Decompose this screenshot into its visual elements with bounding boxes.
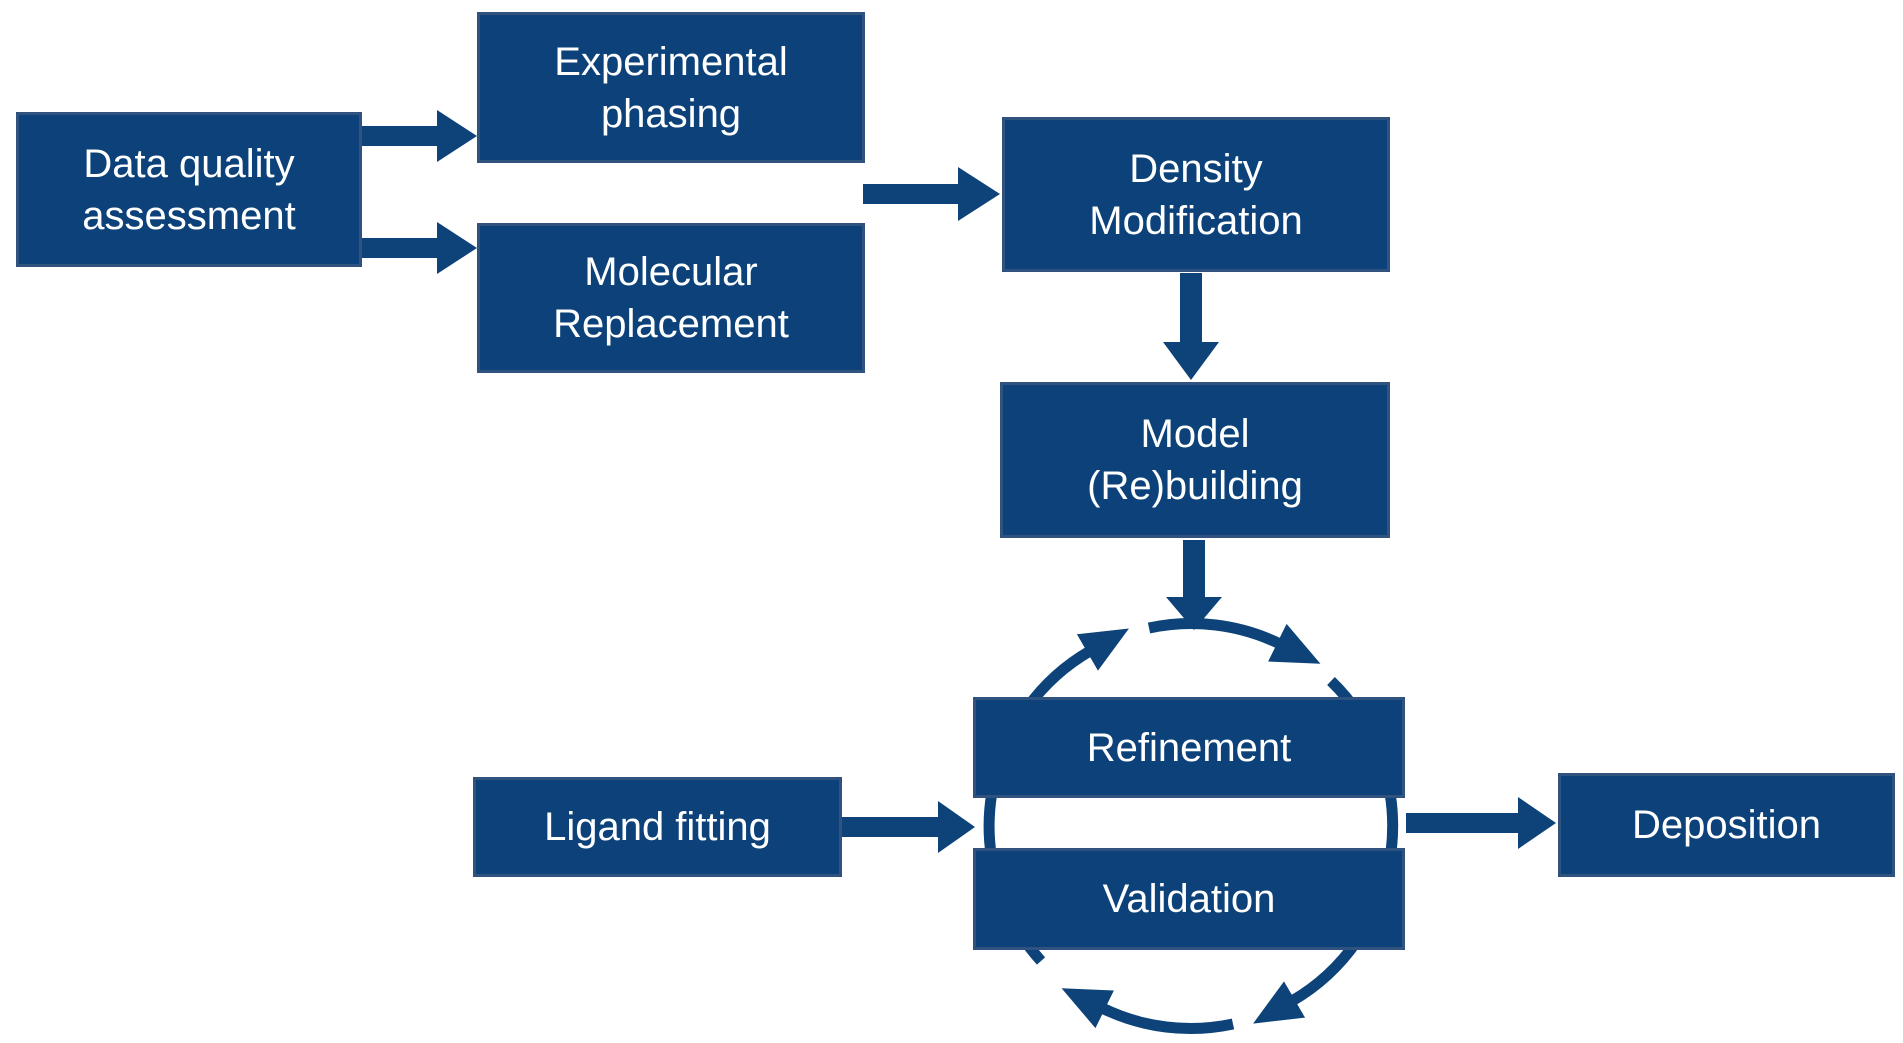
node-label: Model	[1140, 412, 1250, 456]
node-label: Modification	[1089, 198, 1303, 243]
arrow-model-to-cycle	[1166, 540, 1222, 630]
node-label: Deposition	[1631, 803, 1821, 847]
node-label: Refinement	[1086, 725, 1292, 770]
cycle-arrow-bottom	[1061, 988, 1235, 1034]
node-label: Density	[1129, 146, 1263, 191]
node-validation: Validation	[973, 848, 1405, 950]
arrow-dq-to-molecular-replacement	[362, 222, 477, 274]
arrow-phasing-to-density-modification	[863, 167, 1000, 221]
node-label: Data quality	[83, 141, 295, 186]
arrow-cycle-to-deposition	[1406, 797, 1556, 849]
node-experimental-phasing: Experimental phasing	[477, 12, 865, 163]
node-model-rebuilding: Model (Re)building	[1000, 382, 1390, 538]
node-label: Ligand fitting	[544, 805, 771, 849]
node-ligand-fitting: Ligand fitting	[473, 777, 842, 877]
arrow-ligand-to-cycle	[842, 801, 975, 853]
node-label: Experimental	[554, 39, 788, 84]
node-label: phasing	[600, 91, 742, 136]
node-label: Validation	[1102, 877, 1276, 921]
cycle-arrow-top	[1147, 618, 1321, 664]
node-label: (Re)building	[1087, 464, 1303, 508]
node-refinement: Refinement	[973, 697, 1405, 798]
node-data-quality-assessment: Data quality assessment	[16, 112, 362, 267]
arrow-density-to-model-rebuilding	[1163, 273, 1219, 380]
node-label: Molecular	[584, 250, 758, 294]
node-label: Replacement	[553, 302, 789, 346]
node-molecular-replacement: Molecular Replacement	[477, 223, 865, 373]
node-density-modification: Density Modification	[1002, 117, 1390, 272]
node-deposition: Deposition	[1558, 773, 1895, 877]
arrow-dq-to-experimental-phasing	[362, 110, 477, 162]
node-label: assessment	[82, 193, 296, 238]
